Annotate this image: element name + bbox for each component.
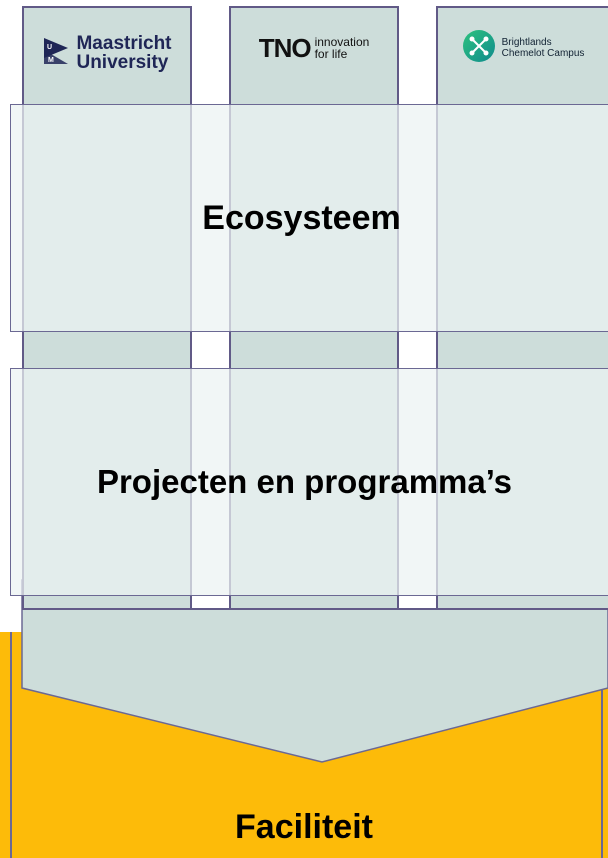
logo-brightlands: Brightlands Chemelot Campus: [438, 8, 608, 88]
facility-edge-left: [10, 632, 12, 858]
facility-edge-right: [601, 632, 603, 858]
brightlands-name-line1: Brightlands: [501, 37, 552, 48]
svg-text:U: U: [47, 44, 52, 51]
tno-tagline-line2: for life: [314, 47, 348, 61]
gap-1-bottom: [190, 608, 231, 610]
band-ecosystem: Ecosysteem: [10, 104, 608, 332]
tno-logo-icon: TNO: [258, 32, 312, 63]
tno-tagline-line1: innovation: [314, 35, 370, 49]
brightlands-logo-icon: [462, 29, 496, 68]
facility-label: Faciliteit: [235, 808, 373, 846]
maastricht-name-line1: Maastricht: [76, 33, 172, 54]
brightlands-name-line2: Chemelot Campus: [501, 48, 585, 59]
ecosystem-label: Ecosysteem: [202, 198, 401, 237]
projects-label: Projecten en programma’s: [96, 463, 513, 500]
logo-tno: TNO innovation for life: [231, 8, 397, 88]
maastricht-name-line2: University: [76, 52, 169, 73]
maastricht-university-logo-icon: U M: [42, 36, 70, 71]
band-projects: Projecten en programma’s: [10, 368, 608, 596]
svg-text:M: M: [48, 57, 54, 64]
gap-2-bottom: [397, 608, 438, 610]
logo-maastricht-university: U M Maastricht University: [24, 8, 190, 98]
